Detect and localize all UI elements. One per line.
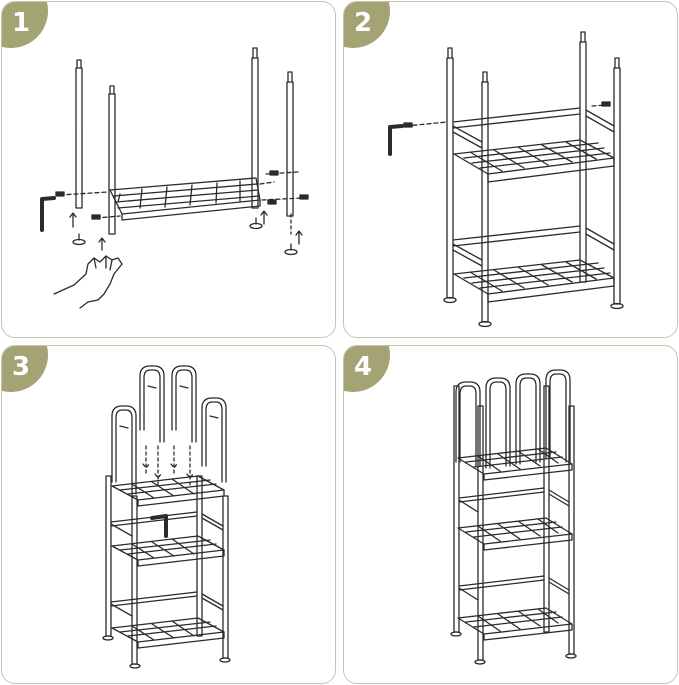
bottom-shelf (112, 618, 224, 648)
step-4-panel: 4 (343, 345, 678, 684)
step-1-number: 1 (12, 8, 31, 38)
middle-shelf (458, 518, 572, 550)
side-rails (459, 488, 569, 600)
leg-posts (76, 48, 293, 234)
screws (56, 171, 308, 219)
step-2-panel: 2 (343, 1, 678, 338)
frame-posts (103, 476, 230, 668)
upright-guards (456, 370, 570, 468)
step-1-illustration (2, 2, 336, 338)
feet-with-arrows (70, 211, 302, 255)
hex-key-icon (42, 198, 54, 230)
side-rails (453, 108, 614, 266)
bottom-shelf (458, 608, 572, 640)
screws (404, 102, 610, 127)
step-3-badge: 3 (2, 346, 48, 392)
top-shelf (112, 476, 224, 506)
step-4-number: 4 (354, 352, 373, 382)
bottom-shelf (454, 260, 614, 302)
step-1-panel: 1 (1, 1, 336, 338)
hex-key-icon (390, 126, 402, 154)
upright-guards (112, 366, 226, 496)
step-3-illustration (2, 346, 336, 684)
top-shelf (458, 448, 572, 480)
hex-key-icon (152, 516, 166, 536)
grid-shelf (110, 178, 260, 220)
step-2-illustration (344, 2, 678, 338)
hand-icon (54, 256, 122, 308)
step-3-panel: 3 (1, 345, 336, 684)
step-1-badge: 1 (2, 2, 48, 48)
middle-shelf (112, 536, 224, 566)
insert-arrows (143, 446, 193, 486)
side-rails (111, 512, 223, 616)
step-3-number: 3 (12, 352, 31, 382)
top-shelf (454, 140, 614, 182)
step-2-number: 2 (354, 8, 373, 38)
step-4-illustration (344, 346, 678, 684)
